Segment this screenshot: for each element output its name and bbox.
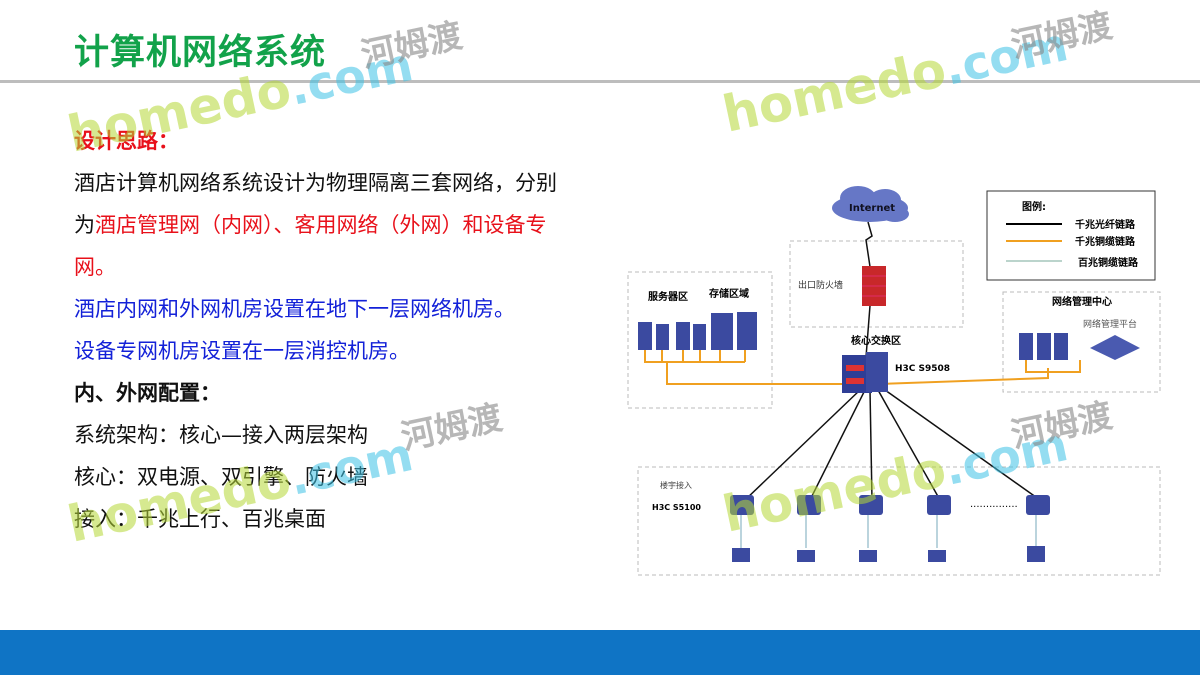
firewall-zone <box>789 240 964 328</box>
core-switch-icon <box>842 352 888 393</box>
para-1c: 网。 <box>74 255 116 279</box>
config-line-3: 接入：千兆上行、百兆桌面 <box>74 507 326 531</box>
blue-line-1: 酒店内网和外网机房设置在地下一层网络机房。 <box>74 297 515 321</box>
legend-box <box>986 190 1156 281</box>
access-ellipsis: ............... <box>970 499 1018 510</box>
legend-item-1: 千兆光纤链路 <box>1075 218 1136 231</box>
core-switch-label: H3C S9508 <box>895 364 950 374</box>
core-zone-label: 核心交换区 <box>851 334 901 347</box>
footer-bar <box>0 630 1200 675</box>
access-switch-icons <box>730 495 1050 515</box>
mgmt-platform-label: 网络管理平台 <box>1083 318 1137 330</box>
internet-label: Internet <box>849 203 895 214</box>
config-line-2: 核心：双电源、双引擎、防火墙 <box>74 465 368 489</box>
storage-zone-label: 存储区域 <box>709 287 749 300</box>
pc-icons <box>732 546 1045 562</box>
mgmt-center-label: 网络管理中心 <box>1052 295 1112 308</box>
config-line-1: 系统架构：核心—接入两层架构 <box>74 423 368 447</box>
access-zone <box>637 466 1161 576</box>
server-zone-label: 服务器区 <box>648 290 688 303</box>
internet-cloud-icon <box>832 186 909 222</box>
server-zone <box>627 271 773 409</box>
firewall-label: 出口防火墙 <box>798 279 843 291</box>
firewall-icon <box>862 266 886 306</box>
slide-title: 计算机网络系统 <box>74 33 327 73</box>
mgmt-platform-icon <box>1090 335 1140 360</box>
para-1b-prefix: 为 <box>74 213 95 237</box>
legend-item-2: 千兆铜缆链路 <box>1075 235 1136 248</box>
zone-boxes <box>627 240 1161 576</box>
legend-title: 图例: <box>1022 200 1046 213</box>
mgmt-zone <box>1002 291 1161 393</box>
para-1: 酒店计算机网络系统设计为物理隔离三套网络，分别 <box>74 171 557 195</box>
fiber-links <box>744 221 1041 501</box>
copper-links <box>644 350 1081 385</box>
heading-config: 内、外网配置： <box>74 381 221 405</box>
title-divider <box>0 80 1200 83</box>
slide-body: 设计思路： 酒店计算机网络系统设计为物理隔离三套网络，分别 为酒店管理网（内网）… <box>74 120 624 540</box>
blue-line-2: 设备专网机房设置在一层消控机房。 <box>74 339 410 363</box>
mgmt-server-icons <box>1019 333 1068 360</box>
access-zone-label: 楼宇接入 <box>660 480 692 490</box>
access-switch-label: H3C S5100 <box>652 503 701 512</box>
server-icons <box>638 312 757 350</box>
para-1b: 为酒店管理网（内网）、客用网络（外网）和设备专 <box>74 204 624 246</box>
para-1b-red: 酒店管理网（内网）、客用网络（外网）和设备专 <box>95 213 547 237</box>
access-links <box>740 515 1037 548</box>
legend-item-3: 百兆铜缆链路 <box>1078 256 1139 269</box>
heading-design-idea: 设计思路： <box>74 129 179 153</box>
